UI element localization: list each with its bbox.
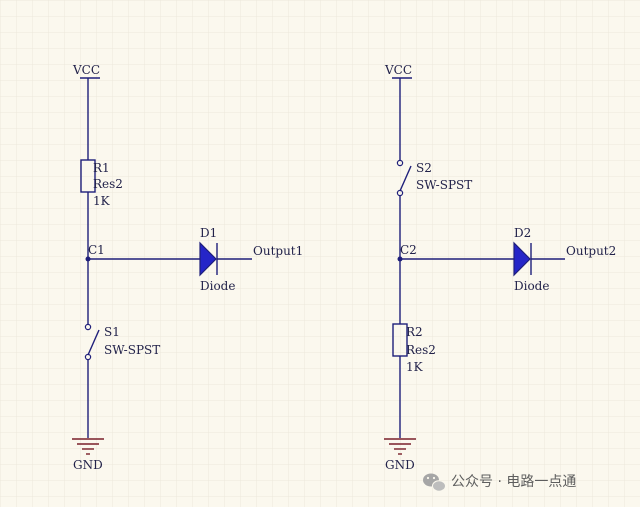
wechat-icon [423,473,446,492]
s2-ref: S2 [416,161,432,175]
r2-type: Res2 [406,343,436,357]
node-c2: C2 [400,243,417,257]
switch-s1 [84,323,100,361]
r1-type: Res2 [93,177,123,191]
output1-label: Output1 [253,244,303,258]
s2-type: SW-SPST [416,178,472,192]
gnd-label-2: GND [385,458,415,472]
vcc-wire-2 [392,77,412,160]
gnd-symbol-1 [72,438,104,455]
diode-d1-triangle [199,241,217,277]
vcc-label-2: VCC [384,63,412,77]
watermark: 公众号 · 电路一点通 [423,473,576,492]
circuit-2: VCC S2 SW-SPST C2 D2 Diode Output2 R2 Re… [384,63,616,472]
d2-ref: D2 [514,226,531,240]
s1-ref: S1 [104,325,120,339]
switch-s2 [396,159,412,197]
node-c1: C1 [88,243,105,257]
vcc-label-1: VCC [72,63,100,77]
r2-value: 1K [406,360,424,374]
gnd-label-1: GND [73,458,103,472]
output2-label: Output2 [566,244,616,258]
r1-ref: R1 [93,161,110,175]
r1-value: 1K [93,194,111,208]
diode-d2-triangle [513,241,531,277]
circuit-1: VCC R1 Res2 1K C1 D1 Diode Output1 S1 SW… [72,63,303,472]
s1-type: SW-SPST [104,343,160,357]
vcc-wire-1 [80,77,100,160]
d1-ref: D1 [200,226,217,240]
d1-type: Diode [200,279,235,293]
watermark-text: 公众号 · 电路一点通 [451,474,576,490]
d2-type: Diode [514,279,549,293]
r2-ref: R2 [406,325,423,339]
gnd-symbol-2 [384,438,416,455]
